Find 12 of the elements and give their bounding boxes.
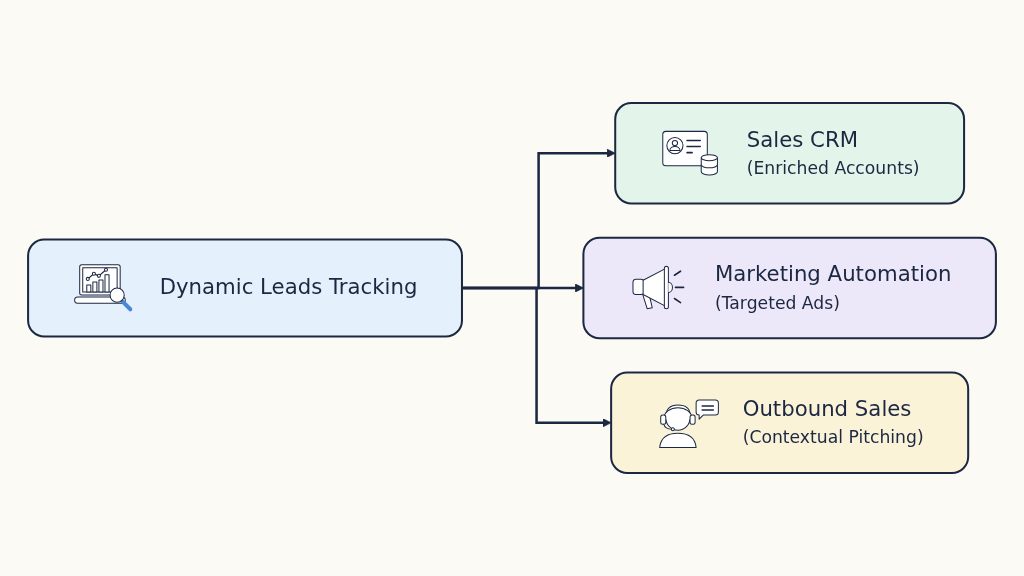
node-label: Dynamic Leads Tracking: [159, 275, 418, 300]
node-subtitle: (Enriched Accounts): [746, 158, 920, 179]
process-box: [614, 102, 966, 205]
process-box: [582, 236, 997, 340]
node-title: Outbound Sales: [742, 396, 912, 422]
process-box: [610, 371, 970, 474]
node-title: Sales CRM: [746, 127, 859, 152]
node-subtitle: (Contextual Pitching): [742, 427, 924, 448]
process-box: [27, 238, 463, 338]
arrow: [461, 286, 612, 428]
node-title: Marketing Automation: [714, 262, 952, 287]
node-subtitle: (Targeted Ads): [714, 292, 840, 314]
